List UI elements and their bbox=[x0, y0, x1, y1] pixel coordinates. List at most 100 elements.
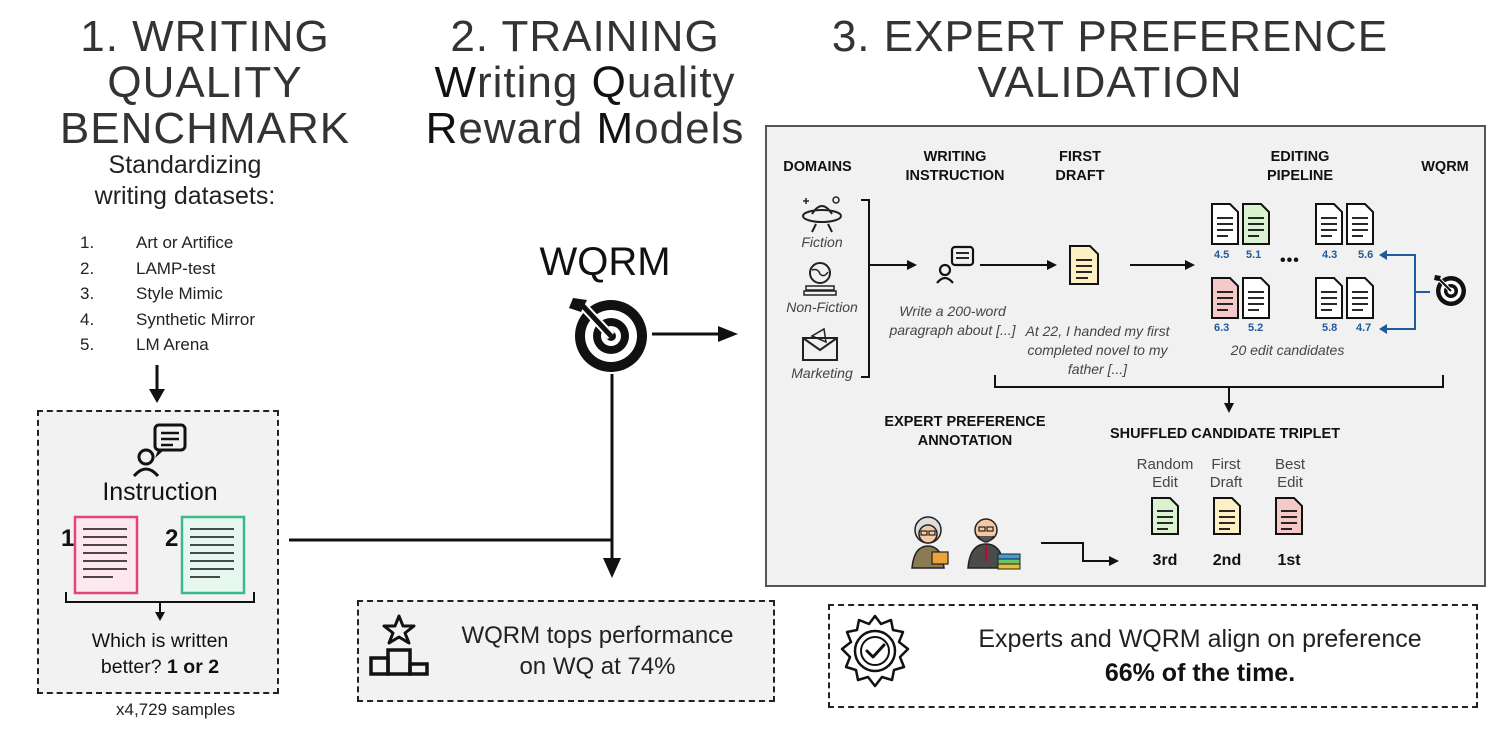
best-edit-document-icon bbox=[1275, 497, 1303, 535]
score: 4.5 bbox=[1214, 249, 1230, 261]
globe-books-icon bbox=[803, 262, 837, 296]
envelope-megaphone-icon bbox=[802, 327, 838, 361]
header-initial: R bbox=[425, 104, 459, 153]
col-header-writing-instruction: WRITING INSTRUCTION bbox=[895, 148, 1015, 186]
first-draft-document-icon bbox=[1069, 245, 1099, 285]
header-line: INSTRUCTION bbox=[905, 168, 1005, 184]
result-line: on WQ at 74% bbox=[519, 653, 676, 680]
header-initial: W bbox=[434, 58, 477, 107]
doc-number-2: 2 bbox=[165, 525, 179, 552]
benchmark-intro: Standardizing writing datasets: bbox=[60, 150, 310, 212]
header-line-writing-quality: Writing Quality bbox=[434, 58, 736, 107]
document-pair-icon bbox=[1315, 203, 1374, 245]
wqrm-result-box bbox=[357, 600, 775, 702]
instruction-example: Write a 200-word paragraph about [...] bbox=[880, 302, 1025, 340]
triplet-title: SHUFFLED CANDIDATE TRIPLET bbox=[1109, 426, 1341, 442]
example-line: At 22, I handed my first bbox=[1025, 323, 1170, 339]
dataset-item: LM Arena bbox=[136, 335, 209, 354]
dataset-number: 2. bbox=[80, 258, 95, 278]
header-line: DRAFT bbox=[1055, 168, 1105, 184]
score: 6.3 bbox=[1214, 322, 1230, 334]
random-edit-document-icon bbox=[1151, 497, 1179, 535]
triplet-label-first-draft: First Draft bbox=[1196, 456, 1256, 492]
dataset-numbers: 1. 2. 3. 4. 5. bbox=[80, 233, 120, 361]
dataset-number: 1. bbox=[80, 233, 95, 252]
header-line: BENCHMARK bbox=[59, 104, 351, 153]
col-header-editing-pipeline: EDITING PIPELINE bbox=[1245, 148, 1355, 186]
edit-candidates-top-right bbox=[1314, 202, 1376, 251]
score: 4.3 bbox=[1322, 249, 1338, 261]
label-line: Best bbox=[1274, 456, 1305, 473]
col-header-wqrm: WQRM bbox=[1421, 159, 1469, 175]
question-line: better? 1 or 2 bbox=[50, 654, 270, 680]
label-line: Draft bbox=[1209, 474, 1243, 491]
dataset-item: Art or Artifice bbox=[136, 233, 234, 252]
header-line-reward-models: Reward Models bbox=[425, 104, 745, 153]
target-icon bbox=[1434, 275, 1466, 306]
edit-candidates-bottom bbox=[1210, 276, 1272, 325]
header-line: VALIDATION bbox=[977, 58, 1243, 107]
question-options: 1 or 2 bbox=[167, 656, 220, 678]
header-line: 1. WRITING QUALITY bbox=[80, 12, 330, 107]
col-header-first-draft: FIRST DRAFT bbox=[1040, 148, 1120, 186]
user-chat-icon bbox=[132, 423, 187, 478]
dataset-item: Synthetic Mirror bbox=[136, 309, 256, 329]
expert-annotators-icon bbox=[911, 516, 1021, 570]
domain-fiction: Fiction bbox=[801, 234, 843, 250]
score: 5.2 bbox=[1248, 322, 1264, 334]
sample-count: x4,729 samples bbox=[116, 700, 236, 719]
title-line: EXPERT PREFERENCE bbox=[884, 414, 1046, 430]
agreement-box bbox=[828, 604, 1478, 708]
first-draft-document-icon bbox=[1213, 497, 1241, 535]
title-line: ANNOTATION bbox=[917, 433, 1013, 449]
domain-non-fiction: Non-Fiction bbox=[786, 299, 858, 315]
domain-marketing: Marketing bbox=[791, 365, 853, 381]
arrow-down-icon bbox=[149, 365, 165, 403]
panel-connectors bbox=[861, 199, 1444, 566]
agreement-highlight: 66% of the time. bbox=[1104, 659, 1296, 687]
dataset-item: Style Mimic bbox=[136, 284, 223, 303]
dataset-number: 5. bbox=[80, 335, 95, 354]
instruction-label: Instruction bbox=[102, 478, 218, 506]
compare-bracket bbox=[65, 592, 255, 621]
label-line: First bbox=[1211, 456, 1241, 473]
user-chat-icon bbox=[936, 245, 975, 284]
agreement-text: Experts and WQRM align on preference 66%… bbox=[930, 622, 1470, 690]
document-pair-icon bbox=[1315, 277, 1374, 319]
expert-annotation-title: EXPERT PREFERENCE ANNOTATION bbox=[870, 413, 1060, 451]
score: 4.7 bbox=[1356, 322, 1372, 334]
question-line: Which is written bbox=[91, 630, 229, 652]
place-1st: 1st bbox=[1277, 552, 1301, 569]
ufo-icon bbox=[802, 196, 842, 233]
edit-candidates-label: 20 edit candidates bbox=[1230, 342, 1345, 358]
score: 5.1 bbox=[1246, 249, 1262, 261]
header-line: FIRST bbox=[1059, 149, 1101, 165]
gear-check-icon bbox=[840, 614, 910, 688]
dataset-item: LAMP-test bbox=[136, 258, 216, 278]
edit-candidates-top bbox=[1210, 202, 1272, 251]
label-line: Edit bbox=[1277, 474, 1303, 491]
wqrm-result-text: WQRM tops performance on WQ at 74% bbox=[430, 620, 765, 682]
place-3rd: 3rd bbox=[1152, 552, 1178, 569]
label-line: Random bbox=[1136, 456, 1194, 473]
document-pair-icon bbox=[1211, 277, 1270, 319]
example-line: father [...] bbox=[1067, 361, 1128, 377]
place-2nd: 2nd bbox=[1212, 552, 1242, 569]
triplet-label-best-edit: Best Edit bbox=[1260, 456, 1320, 492]
edit-candidates-bottom-right bbox=[1314, 276, 1376, 325]
triplet-label-random-edit: Random Edit bbox=[1130, 456, 1200, 492]
document-pink-icon bbox=[73, 515, 139, 595]
target-icon bbox=[569, 298, 647, 372]
dataset-number: 4. bbox=[80, 309, 95, 329]
dataset-list: Art or Artifice LAMP-test Style Mimic Sy… bbox=[136, 233, 336, 361]
example-line: Write a 200-word bbox=[899, 303, 1006, 319]
wqrm-label: WQRM bbox=[539, 240, 671, 284]
ellipsis: ••• bbox=[1280, 252, 1300, 269]
example-line: paragraph about [...] bbox=[889, 322, 1016, 338]
label-line: Edit bbox=[1152, 474, 1178, 491]
header-initial: M bbox=[596, 104, 635, 153]
header-line: WRITING bbox=[923, 149, 987, 165]
question-text: better? bbox=[100, 656, 168, 678]
header-expert-preference-validation: 3. EXPERT PREFERENCE VALIDATION bbox=[830, 14, 1390, 106]
